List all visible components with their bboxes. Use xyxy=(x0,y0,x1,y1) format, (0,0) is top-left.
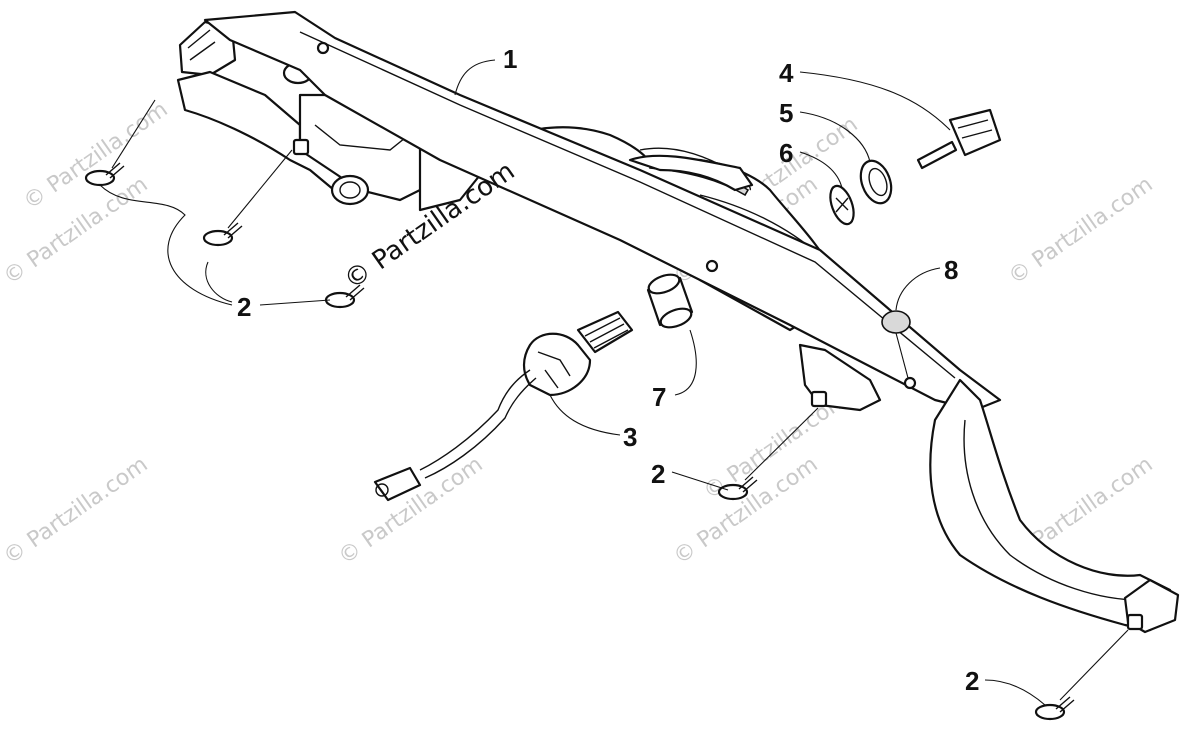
leader-2b xyxy=(671,471,729,491)
leader-3 xyxy=(549,394,621,436)
screw-icon xyxy=(84,162,125,187)
part-1-housing xyxy=(176,10,1180,634)
leader-8 xyxy=(895,267,941,311)
leader-1 xyxy=(454,59,496,96)
left-screw-lug xyxy=(292,138,310,156)
bezel-inner xyxy=(868,167,888,197)
leader-8-line xyxy=(895,332,909,379)
callout-4: 4 xyxy=(779,58,794,88)
wire-connector xyxy=(373,466,422,502)
washer-teeth xyxy=(835,197,849,213)
bushing-bottom xyxy=(659,307,693,329)
rail-hole-right xyxy=(903,376,917,390)
callout-5: 5 xyxy=(779,98,793,128)
leader-lines xyxy=(99,59,1129,706)
bushing-top xyxy=(647,273,681,295)
callout-2: 2 xyxy=(237,292,251,322)
screw-icon-group xyxy=(84,162,1075,721)
leader-5 xyxy=(799,111,871,163)
bezel-outer xyxy=(859,159,893,205)
right-hook xyxy=(628,154,754,192)
key-head-icon xyxy=(948,108,1002,157)
main-rail xyxy=(203,10,1002,412)
switch-bore xyxy=(330,174,370,206)
leader-2c-line xyxy=(1059,629,1129,701)
leader-2c xyxy=(984,679,1046,706)
part-5-bezel xyxy=(859,159,893,205)
callout-1: 1 xyxy=(503,44,517,74)
switch-terminals xyxy=(537,351,571,389)
barrel-threads xyxy=(584,317,629,349)
leader-2b-line xyxy=(744,407,819,481)
watermark-tile: © Partzilla.com xyxy=(0,452,153,570)
right-screw-lug xyxy=(810,390,828,408)
key-head-detail xyxy=(957,119,993,139)
rail-hole-left xyxy=(316,41,330,55)
watermark-tile: © Partzilla.com xyxy=(1004,172,1157,290)
callout-3: 3 xyxy=(623,422,637,452)
right-arm-contour xyxy=(963,419,1141,601)
part-7-bushing xyxy=(646,273,694,329)
leader-2a-mid xyxy=(205,261,233,303)
left-tab-ribs xyxy=(187,29,216,61)
callout-7: 7 xyxy=(652,382,666,412)
switch-wire-2 xyxy=(424,377,537,479)
right-end-lug xyxy=(1126,613,1144,631)
callout-labels: 1 2 2 2 3 4 5 6 7 8 xyxy=(237,44,979,696)
callout-2: 2 xyxy=(651,459,665,489)
leader-4 xyxy=(799,71,951,131)
switch-body xyxy=(522,332,592,397)
rail-crease xyxy=(299,31,956,379)
leader-7 xyxy=(674,329,697,396)
watermark-tile: © Partzilla.com xyxy=(0,172,153,290)
screw-icon xyxy=(717,476,758,501)
connector-pin xyxy=(375,483,389,497)
callout-6: 6 xyxy=(779,138,793,168)
plug xyxy=(881,310,911,334)
switch-barrel xyxy=(576,310,634,354)
key-blade xyxy=(916,140,958,170)
leader-screw-a xyxy=(111,99,156,169)
callout-8: 8 xyxy=(944,255,958,285)
leader-6 xyxy=(799,151,843,189)
part-4-key xyxy=(916,108,1002,170)
left-tab xyxy=(178,20,237,77)
part-3-ignition-switch xyxy=(373,310,634,502)
watermark-tile: © Partzilla.com xyxy=(19,97,172,215)
rail-hole-center xyxy=(705,259,719,273)
part-8-plug xyxy=(881,310,911,334)
switch-bore-inner xyxy=(339,181,361,199)
leader-screw-b xyxy=(227,149,293,229)
leader-2a-left xyxy=(99,184,233,306)
screw-icon xyxy=(1034,696,1075,721)
callout-2: 2 xyxy=(965,666,979,696)
screw-icon xyxy=(202,222,243,247)
part-6-washer xyxy=(829,184,855,226)
leader-2a-right xyxy=(259,299,331,306)
switch-wire xyxy=(419,369,531,471)
